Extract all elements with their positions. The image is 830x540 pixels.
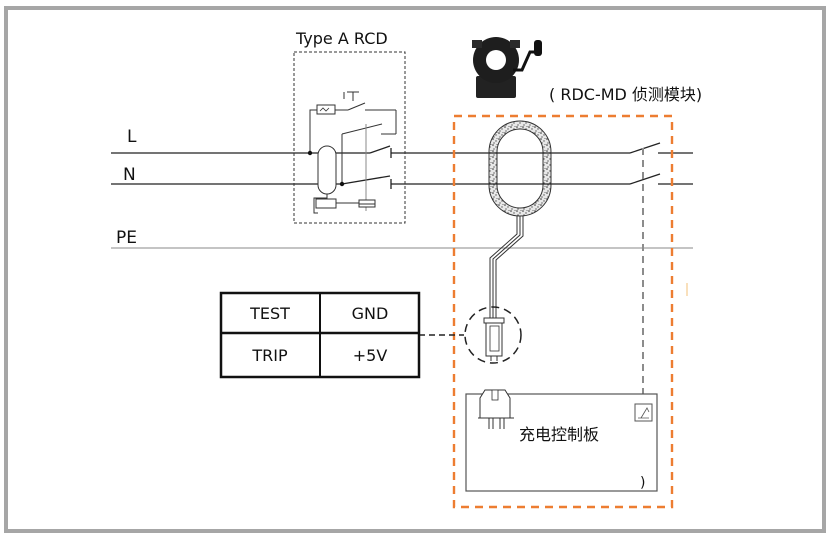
module-boundary [452, 114, 674, 509]
control-board-label: 充电控制板 [519, 425, 599, 444]
rcd-title: Type A RCD [295, 29, 388, 48]
control-board: 充电控制板 ) [465, 389, 658, 492]
pin-table: TEST GND TRIP +5V [219, 291, 421, 379]
live-wire [111, 142, 693, 158]
relay-coil-icon [634, 403, 653, 422]
control-board-corner-mark: ) [640, 475, 645, 491]
connector [464, 306, 522, 364]
rdc-md-sensor-icon [472, 37, 542, 98]
pin-gnd: GND [352, 304, 389, 323]
pin-5v: +5V [353, 346, 388, 365]
current-transformer [488, 120, 552, 217]
live-label: L [127, 127, 137, 147]
pin-test: TEST [249, 304, 290, 323]
outer-frame [4, 6, 826, 533]
neutral-wire [111, 173, 693, 189]
module-label: ( RDC-MD 侦测模块) [549, 85, 702, 104]
pin-trip: TRIP [251, 346, 288, 365]
ct-lead-wires [489, 216, 524, 318]
neutral-label: N [123, 165, 136, 185]
earth-label: PE [116, 228, 137, 248]
rcd-enclosure [293, 51, 406, 224]
type-a-rcd: Type A RCD [293, 29, 406, 224]
